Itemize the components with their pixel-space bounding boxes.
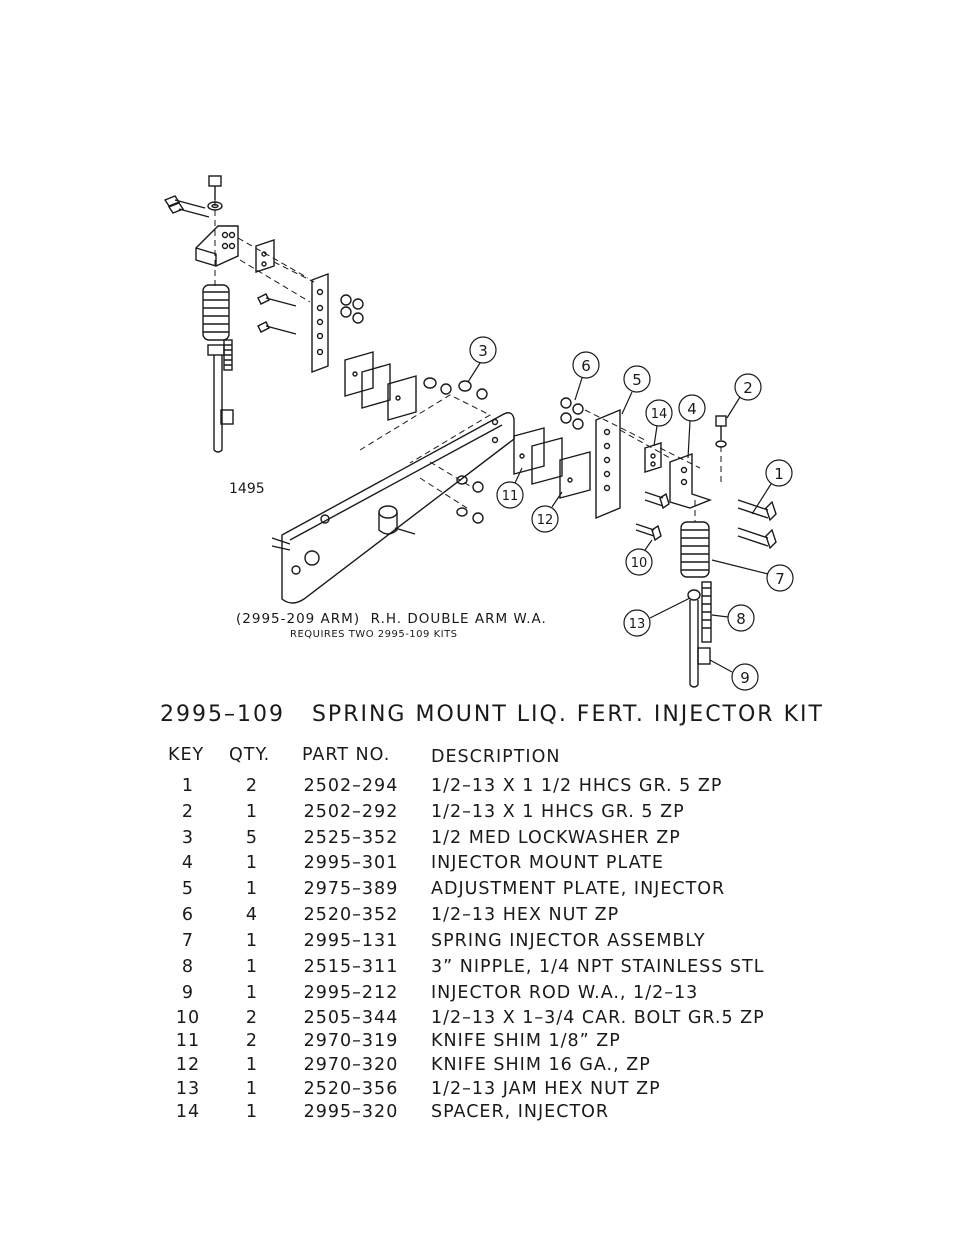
callout-7: 7	[775, 570, 785, 588]
table-cell-key: 3	[181, 828, 195, 848]
table-cell-key: 14	[175, 1102, 201, 1122]
callout-2: 2	[743, 379, 753, 397]
table-cell-qty: 1	[245, 1102, 259, 1122]
table-cell-key: 6	[181, 905, 195, 925]
arm-caption: (2995-209 ARM) R.H. DOUBLE ARM W.A.	[236, 611, 547, 627]
table-cell-part: 2975–389	[303, 879, 399, 899]
table-cell-key: 13	[175, 1079, 201, 1099]
table-cell-desc: INJECTOR MOUNT PLATE	[431, 853, 664, 873]
table-cell-desc: 3” NIPPLE, 1/4 NPT STAINLESS STL	[431, 957, 765, 977]
double-arm	[271, 394, 515, 604]
callout-1: 1	[774, 465, 784, 483]
header-description: DESCRIPTION	[431, 747, 561, 767]
table-cell-desc: 1/2–13 X 1 HHCS GR. 5 ZP	[431, 802, 685, 822]
table-cell-key: 2	[181, 802, 195, 822]
table-cell-part: 2525–352	[303, 828, 399, 848]
table-cell-qty: 1	[245, 802, 259, 822]
table-cell-desc: SPACER, INJECTOR	[431, 1102, 610, 1122]
kit-title: 2995–109 SPRING MOUNT LIQ. FERT. INJECTO…	[160, 702, 824, 727]
callout-numbers: 1 2 3 4 5 6 7 8 9 10 11 12 13 14	[478, 342, 785, 687]
table-cell-key: 11	[175, 1031, 201, 1051]
table-cell-part: 2995–131	[303, 931, 399, 951]
table-cell-desc: 1/2–13 JAM HEX NUT ZP	[431, 1079, 661, 1099]
header-key: KEY	[168, 745, 205, 765]
table-cell-part: 2515–311	[303, 957, 399, 977]
right-assembly	[513, 397, 777, 688]
table-cell-key: 5	[181, 879, 195, 899]
callout-14: 14	[651, 407, 668, 422]
callout-9: 9	[740, 669, 750, 687]
callout-8: 8	[736, 610, 746, 628]
callout-3: 3	[478, 342, 488, 360]
figure-number: 1495	[229, 481, 265, 497]
table-cell-key: 4	[181, 853, 195, 873]
callout-5: 5	[632, 371, 642, 389]
table-cell-qty: 1	[245, 879, 259, 899]
table-cell-qty: 2	[245, 1031, 259, 1051]
upper-plates	[237, 237, 364, 374]
table-cell-part: 2995–320	[303, 1102, 399, 1122]
table-cell-key: 9	[181, 983, 195, 1003]
table-cell-part: 2970–319	[303, 1031, 399, 1051]
table-cell-desc: ADJUSTMENT PLATE, INJECTOR	[431, 879, 726, 899]
table-cell-qty: 1	[245, 983, 259, 1003]
callout-12: 12	[537, 513, 554, 528]
table-cell-desc: 1/2–13 X 1 1/2 HHCS GR. 5 ZP	[431, 776, 723, 796]
callout-11: 11	[502, 489, 519, 504]
table-cell-part: 2520–352	[303, 905, 399, 925]
table-cell-desc: 1/2–13 HEX NUT ZP	[431, 905, 620, 925]
table-cell-qty: 1	[245, 931, 259, 951]
callout-13: 13	[629, 617, 646, 632]
table-cell-key: 8	[181, 957, 195, 977]
callout-leaders	[467, 336, 794, 691]
table-cell-desc: 1/2 MED LOCKWASHER ZP	[431, 828, 681, 848]
table-cell-qty: 1	[245, 1079, 259, 1099]
callout-6: 6	[581, 357, 591, 375]
arm-note: REQUIRES TWO 2995-109 KITS	[290, 629, 458, 640]
callout-4: 4	[687, 400, 697, 418]
table-cell-key: 12	[175, 1055, 201, 1075]
table-cell-desc: KNIFE SHIM 1/8” ZP	[431, 1031, 621, 1051]
table-cell-part: 2520–356	[303, 1079, 399, 1099]
upper-bolt-group	[163, 175, 239, 453]
table-cell-qty: 1	[245, 853, 259, 873]
table-cell-part: 2995–212	[303, 983, 399, 1003]
table-cell-qty: 2	[245, 1008, 259, 1028]
middle-shims	[344, 351, 488, 421]
table-cell-key: 7	[181, 931, 195, 951]
table-cell-desc: KNIFE SHIM 16 GA., ZP	[431, 1055, 651, 1075]
table-cell-desc: SPRING INJECTOR ASSEMBLY	[431, 931, 706, 951]
table-cell-part: 2995–301	[303, 853, 399, 873]
table-cell-desc: 1/2–13 X 1–3/4 CAR. BOLT GR.5 ZP	[431, 1008, 765, 1028]
table-cell-qty: 1	[245, 1055, 259, 1075]
table-cell-qty: 2	[245, 776, 259, 796]
callout-10: 10	[631, 556, 648, 571]
table-cell-part: 2970–320	[303, 1055, 399, 1075]
table-cell-desc: INJECTOR ROD W.A., 1/2–13	[431, 983, 699, 1003]
table-cell-part: 2505–344	[303, 1008, 399, 1028]
table-cell-key: 10	[175, 1008, 201, 1028]
table-cell-part: 2502–292	[303, 802, 399, 822]
table-cell-qty: 1	[245, 957, 259, 977]
table-cell-qty: 5	[245, 828, 259, 848]
header-qty: QTY.	[229, 745, 271, 765]
table-cell-part: 2502–294	[303, 776, 399, 796]
exploded-parts-diagram: 1 2 3 4 5 6 7 8 9 10 11 12 13 14 1495 (2…	[163, 175, 794, 691]
table-cell-key: 1	[181, 776, 195, 796]
table-cell-qty: 4	[245, 905, 259, 925]
header-part-no: PART NO.	[302, 745, 391, 765]
